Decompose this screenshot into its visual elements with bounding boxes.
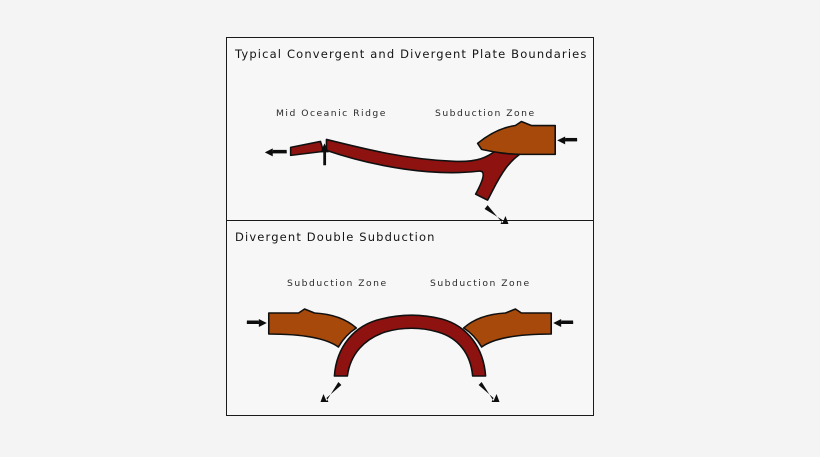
continental-plate-right [462, 308, 553, 348]
panel-typical-convergent-divergent: Typical Convergent and Divergent Plate B… [227, 38, 593, 224]
oceanic-plate-arched-slab [333, 314, 487, 377]
oceanic-plate-left-segment [289, 140, 325, 157]
label-subduction-zone: Subduction Zone [435, 108, 536, 119]
plate-tectonics-figure: Typical Convergent and Divergent Plate B… [226, 37, 594, 416]
arrow-slab-descent-left [320, 382, 342, 402]
label-mid-oceanic-ridge: Mid Oceanic Ridge [276, 108, 387, 119]
arrow-slab-descent [484, 205, 509, 224]
arrow-slab-descent-right [478, 382, 500, 402]
label-subduction-zone-left: Subduction Zone [287, 278, 388, 289]
arrow-right-plate-west [553, 319, 574, 327]
panel-title-divergent-double-subduction: Divergent Double Subduction [235, 230, 436, 244]
diagram-divergent-double-subduction [246, 308, 574, 402]
oceanic-plate-subducting-slab [325, 133, 543, 201]
label-subduction-zone-right: Subduction Zone [430, 278, 531, 289]
continental-plate-overriding [476, 120, 557, 156]
panel-divergent-double-subduction: Divergent Double Subduction Subduction Z… [227, 221, 593, 414]
arrow-left-plate-east [246, 319, 267, 327]
panel-title-typical-convergent-divergent: Typical Convergent and Divergent Plate B… [235, 47, 588, 61]
arrow-ridge-upwelling [320, 143, 329, 166]
diagram-typical-convergent-divergent [264, 120, 578, 224]
arrow-continental-plate-west [557, 136, 578, 145]
arrow-left-plate-west [264, 148, 287, 157]
continental-plate-left [267, 308, 358, 348]
